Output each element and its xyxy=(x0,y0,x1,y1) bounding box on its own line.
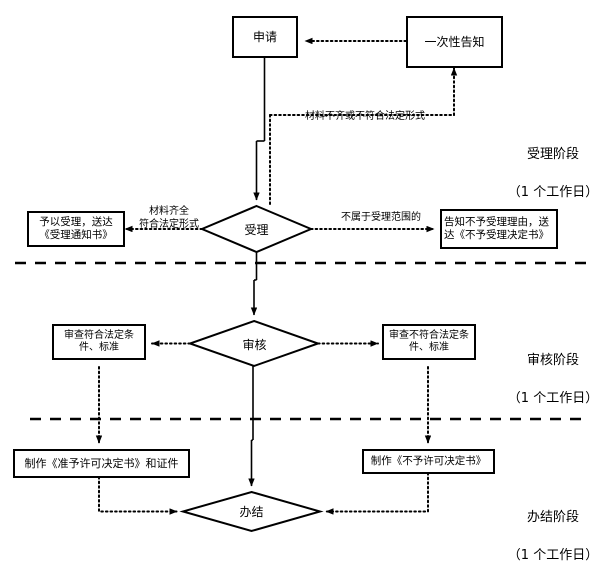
node-permit-grant-doc[interactable]: 制作《准予许可决定书》和证件 xyxy=(13,449,190,478)
stage-label-completion-duration: （1 个工作日） xyxy=(507,547,599,563)
node-accept-reject[interactable]: 告知不予受理理由，送 达《不予受理决定书》 xyxy=(440,209,558,249)
stage-label-acceptance: 受理阶段 （1 个工作日） xyxy=(505,127,601,202)
edge-label-out-of-scope: 不属于受理范围的 xyxy=(328,198,434,224)
node-one-time-notice[interactable]: 一次性告知 xyxy=(406,16,503,68)
stage-label-completion-name: 办结阶段 xyxy=(526,509,579,525)
edge-deny-doc-to-completion xyxy=(325,472,429,515)
node-accept-reject-label: 告知不予受理理由，送 达《不予受理决定书》 xyxy=(444,215,549,241)
node-permit-deny-doc[interactable]: 制作《不予许可决定书》 xyxy=(362,449,495,474)
review-diamond-shape xyxy=(186,319,322,368)
edge-label-materials-incomplete: 材料不齐或不符合法定形式 xyxy=(285,97,445,123)
edge-label-materials-complete: 材料齐全 符合法定形式 xyxy=(130,192,208,231)
node-one-time-notice-label: 一次性告知 xyxy=(424,34,485,49)
node-review-pass-label: 审查符合法定条 件、标准 xyxy=(64,329,134,354)
node-permit-deny-doc-label: 制作《不予许可决定书》 xyxy=(370,454,487,467)
stage-label-review-name: 审核阶段 xyxy=(526,352,579,368)
node-accept-grant-label: 予以受理，送达 《受理通知书》 xyxy=(39,215,113,241)
stage-label-completion: 办结阶段 （1 个工作日） xyxy=(505,490,601,564)
stage-label-review: 审核阶段 （1 个工作日） xyxy=(505,333,601,408)
completion-diamond-shape xyxy=(179,490,324,533)
edge-label-materials-incomplete-text: 材料不齐或不符合法定形式 xyxy=(305,111,425,122)
stage-label-acceptance-duration: （1 个工作日） xyxy=(507,184,599,200)
edge-grant-doc-to-completion xyxy=(98,476,178,515)
node-permit-grant-doc-label: 制作《准予许可决定书》和证件 xyxy=(24,456,179,470)
node-review-fail-label: 审查不符合法定条 件、标准 xyxy=(389,329,469,354)
edge-label-out-of-scope-text: 不属于受理范围的 xyxy=(341,212,421,223)
node-application-label: 申请 xyxy=(252,29,277,44)
edge-label-materials-complete-text: 材料齐全 符合法定形式 xyxy=(139,206,199,230)
stage-label-review-duration: （1 个工作日） xyxy=(507,390,599,406)
node-review-fail[interactable]: 审查不符合法定条 件、标准 xyxy=(382,324,476,360)
stage-label-acceptance-name: 受理阶段 xyxy=(526,146,579,162)
node-review-pass[interactable]: 审查符合法定条 件、标准 xyxy=(52,324,146,360)
node-accept-grant[interactable]: 予以受理，送达 《受理通知书》 xyxy=(27,211,125,247)
node-application[interactable]: 申请 xyxy=(232,16,298,58)
acceptance-diamond-shape xyxy=(199,204,314,254)
